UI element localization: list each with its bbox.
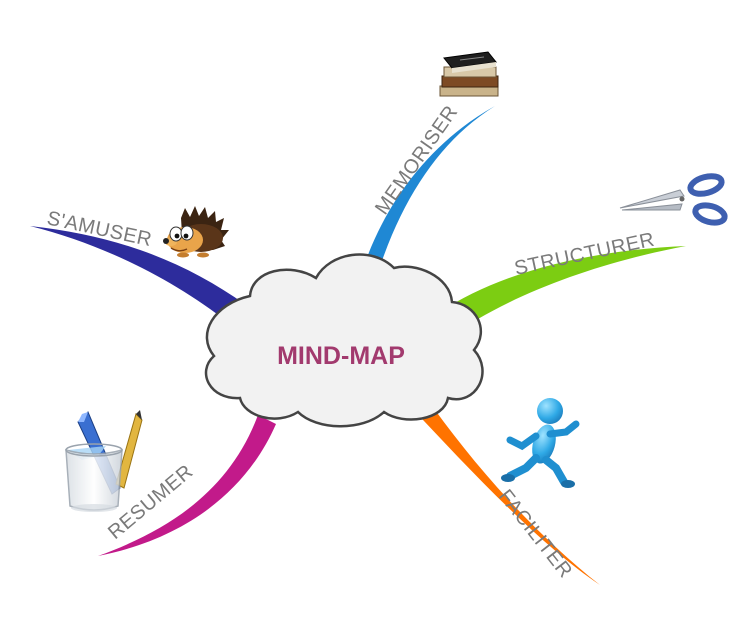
running-figure-icon [501, 398, 580, 488]
branch-structurer [440, 246, 686, 337]
cloud-shape [204, 253, 484, 428]
central-topic-label: MIND-MAP [277, 342, 405, 370]
central-cloud: MIND-MAP [204, 253, 484, 428]
branch-label-faciliter: FACILITER [494, 486, 576, 583]
books-icon [439, 51, 499, 97]
pen-cup-icon [65, 410, 143, 512]
scissors-icon [619, 173, 728, 226]
branch-label-structurer: STRUCTURER [512, 229, 656, 280]
branch-resumer [98, 415, 276, 556]
hedgehog-icon [163, 206, 229, 258]
branch-faciliter [408, 396, 600, 585]
branch-label-memoriser: MEMORISER [371, 102, 462, 219]
